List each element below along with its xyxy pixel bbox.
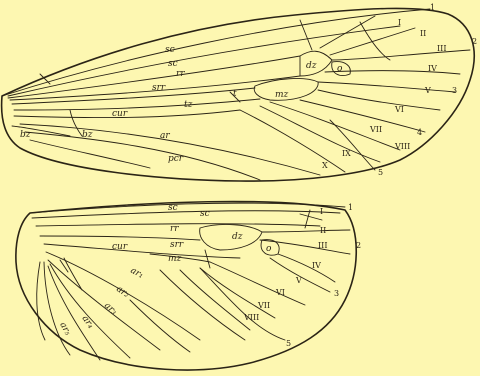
margin-number-2: 2 — [472, 37, 477, 46]
forewing-labels: sc sc rr srr cur ar pcr bz bz tz t mz dz… — [20, 3, 477, 177]
label-ar-5: ar₅ — [57, 321, 72, 338]
roman-4: IV — [428, 64, 437, 73]
roman-10: X — [322, 161, 328, 170]
label-sc: sc — [165, 45, 175, 55]
hindwing: sc sc rr srr cur mz dz o ar₁ ar₂ ar₃ ar₄… — [16, 202, 361, 370]
label-ar-2: ar₂ — [114, 284, 131, 300]
margin-number-5: 5 — [378, 168, 383, 177]
label-sc: sc — [168, 203, 178, 213]
label-mz: mz — [275, 90, 289, 100]
label-bz-2: bz — [82, 130, 93, 140]
label-sc-2: sc — [168, 59, 178, 69]
label-ar-3: ar₃ — [102, 301, 119, 318]
roman-2: II — [320, 226, 326, 235]
label-rr: rr — [170, 224, 179, 234]
hindwing-veins — [30, 203, 350, 360]
label-dz: dz — [306, 61, 317, 71]
margin-number-3: 3 — [452, 86, 457, 95]
roman-9: IX — [342, 149, 351, 158]
label-o: o — [266, 244, 272, 254]
label-srr: srr — [152, 83, 166, 93]
label-srr: srr — [170, 240, 184, 250]
roman-1: I — [320, 207, 323, 216]
label-o: o — [337, 64, 343, 74]
roman-7: VII — [369, 125, 382, 134]
roman-5: V — [424, 86, 431, 95]
margin-number-2: 2 — [356, 241, 361, 250]
margin-number-4: 4 — [417, 128, 422, 137]
roman-6: VI — [275, 288, 285, 297]
label-tz: tz — [184, 100, 193, 110]
label-rr: rr — [176, 69, 185, 79]
label-ar: ar — [160, 131, 170, 141]
roman-5: V — [295, 276, 302, 285]
label-ar-1: ar₁ — [129, 266, 145, 281]
roman-7: VII — [257, 301, 270, 310]
roman-4: IV — [312, 261, 321, 270]
label-cur: cur — [112, 242, 128, 252]
margin-number-1: 1 — [348, 203, 353, 212]
label-sc-2: sc — [200, 209, 210, 219]
label-cur: cur — [112, 109, 128, 119]
label-ar-4: ar₄ — [80, 314, 96, 331]
label-dz: dz — [232, 232, 243, 242]
margin-number-1: 1 — [430, 3, 435, 12]
forewing: sc sc rr srr cur ar pcr bz bz tz t mz dz… — [2, 3, 478, 181]
forewing-outline — [2, 8, 475, 181]
roman-6: VI — [394, 105, 404, 114]
roman-3: III — [318, 241, 327, 250]
label-t: t — [233, 89, 237, 99]
roman-8: VIII — [243, 313, 259, 322]
margin-number-5: 5 — [286, 339, 291, 348]
label-bz-1: bz — [20, 130, 31, 140]
label-pcr: pcr — [168, 154, 184, 164]
roman-1: I — [398, 18, 401, 27]
label-mz: mz — [168, 254, 182, 264]
roman-2: II — [420, 29, 426, 38]
margin-number-3: 3 — [334, 289, 339, 298]
roman-3: III — [437, 44, 446, 53]
roman-8: VIII — [394, 142, 410, 151]
